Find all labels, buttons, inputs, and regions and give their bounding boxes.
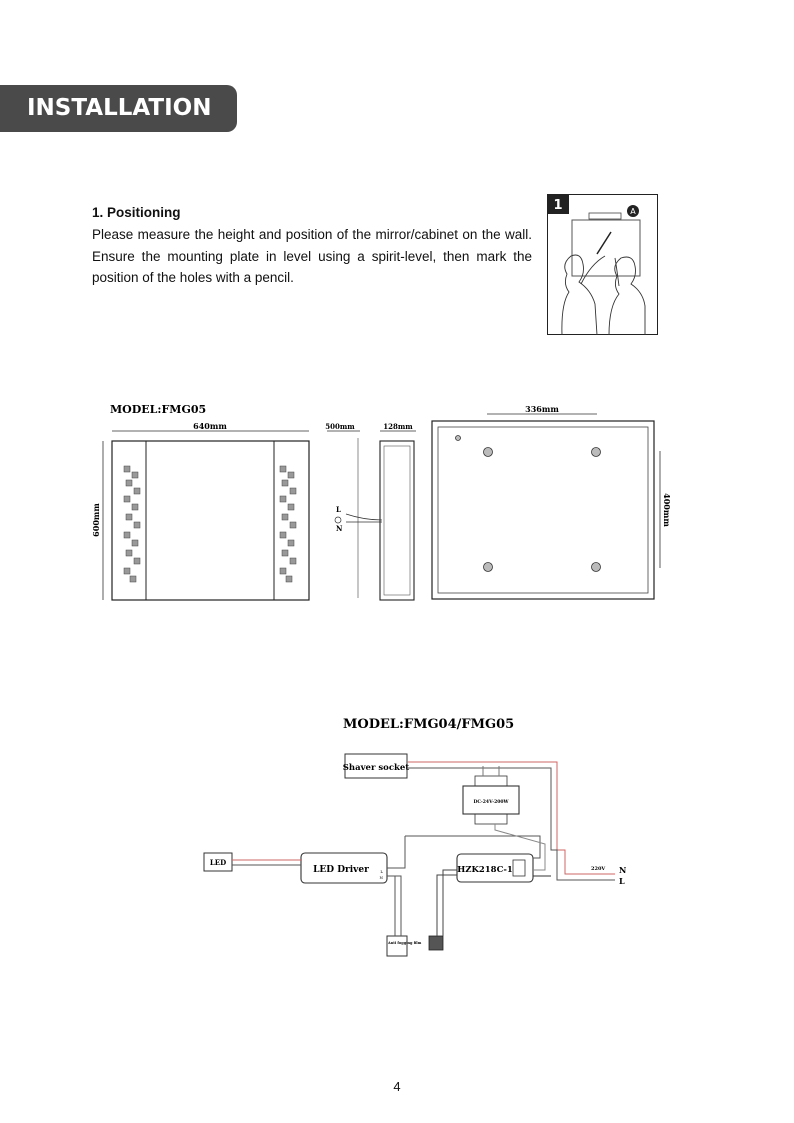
led-driver-label: LED Driver [313,865,369,875]
wiring-model-label: MODEL:FMG04/FMG05 [343,717,514,732]
page-number: 4 [393,1079,401,1094]
cable-length-dimension: 500mm [325,422,355,431]
transformer-label: DC-24V-200W [473,799,509,805]
dimension-model-label: MODEL:FMG05 [110,403,206,416]
width-dimension: 640mm [193,421,227,431]
driver-terminal-n: N [380,875,384,880]
hole-spacing-vertical: 400mm [662,493,672,527]
positioning-illustration: 1 A [547,194,658,335]
wiring-diagram: MODEL:FMG04/FMG05 Shaver socket DC-24V-2… [203,717,626,957]
sensor-switch-label: HZK218C-1 [457,865,513,875]
dimension-drawing: MODEL:FMG05 640mm 600mm 500mm 128mm L N … [91,403,672,601]
height-dimension: 600mm [91,503,101,537]
shaver-socket-label: Shaver socket [343,763,410,773]
hole-spacing-horizontal: 336mm [525,404,559,414]
callout-letter: A [630,207,636,216]
driver-terminal-l: L [380,869,383,874]
step-number: 1 [553,198,562,213]
antifog-label: Anti fogging film [387,941,422,945]
led-label: LED [210,858,226,867]
section-body: Please measure the height and position o… [92,227,532,285]
mains-l-label: L [619,876,625,886]
side-terminal-l: L [336,505,341,514]
side-terminal-n: N [336,524,343,533]
depth-dimension: 128mm [383,422,413,431]
section-banner: INSTALLATION [0,85,237,132]
section-title: 1. Positioning [92,205,181,220]
mains-n-label: N [619,865,626,875]
voltage-label: 220V [591,866,605,872]
